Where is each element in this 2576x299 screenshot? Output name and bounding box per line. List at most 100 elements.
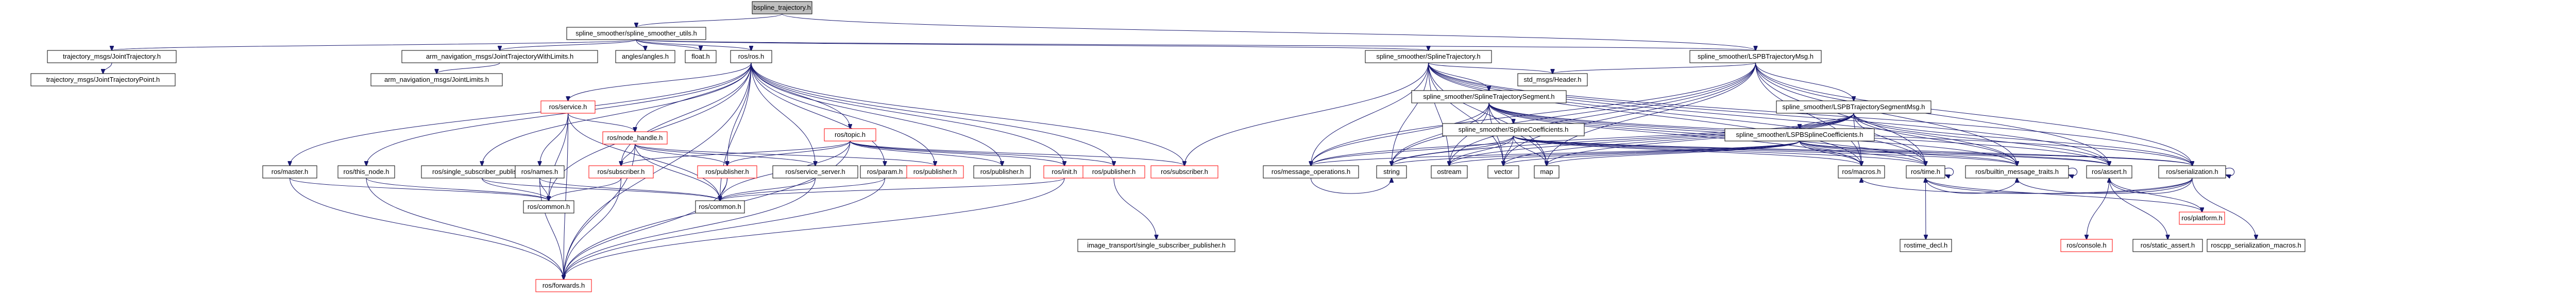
edge-utils-to-traj [112, 39, 637, 50]
node-box [615, 50, 675, 63]
node-rospub[interactable]: ros/publisher.h [973, 165, 1031, 179]
node-armwl[interactable]: arm_navigation_msgs/JointTrajectoryWithL… [401, 50, 598, 63]
node-label: ros/init.h [1052, 168, 1077, 175]
node-macros[interactable]: ros/macros.h [1838, 165, 1885, 179]
edge-utils-to-lsbmsg [636, 39, 1756, 50]
node-pub3[interactable]: ros/publisher.h [1082, 165, 1145, 179]
edge-param-to-common2 [720, 178, 885, 201]
node-utils[interactable]: spline_smoother/spline_smoother_utils.h [566, 27, 706, 40]
node-ostream[interactable]: ostream [1431, 165, 1468, 179]
node-init[interactable]: ros/init.h [1043, 165, 1086, 179]
edge-ros-to-topic [751, 62, 850, 129]
node-vector[interactable]: vector [1487, 165, 1519, 179]
edge-srvserver-to-common2 [720, 178, 816, 201]
node-string[interactable]: string [1376, 165, 1407, 179]
node-box [1082, 165, 1145, 179]
edge-lsbcoef-to-msgops [1311, 140, 1800, 166]
edge-serial-to-macros [1861, 178, 2193, 194]
node-label: roscpp_serialization_macros.h [2211, 241, 2301, 249]
edge-master-to-forwards [290, 178, 564, 279]
edge-lsbmsg-to-builtin [1755, 62, 2018, 166]
edge-nodehandle-to-publisher [635, 144, 727, 166]
node-box [2132, 239, 2203, 252]
node-box [1263, 165, 1359, 179]
edge-root-to-utils [636, 13, 783, 27]
edge-msgops-to-string [1311, 178, 1392, 194]
node-box [1376, 165, 1407, 179]
node-label: arm_navigation_msgs/JointTrajectoryWithL… [426, 52, 573, 60]
node-box [860, 165, 910, 179]
node-angles[interactable]: angles/angles.h [615, 50, 675, 63]
node-console[interactable]: ros/console.h [2060, 239, 2113, 252]
node-common2[interactable]: ros/common.h [695, 200, 745, 214]
node-label: spline_smoother/LSPBTrajectoryMsg.h [1698, 52, 1814, 60]
node-label: ros/time.h [1911, 168, 1940, 175]
edge-lsbmsg-to-serial [1755, 62, 2193, 166]
node-publisher[interactable]: ros/publisher.h [697, 165, 757, 179]
node-subscriber[interactable]: ros/subscriber.h [588, 165, 654, 179]
node-msgops[interactable]: ros/message_operations.h [1263, 165, 1359, 179]
node-lsbseg[interactable]: spline_smoother/LSPBTrajectorySegmentMsg… [1776, 100, 1931, 114]
node-trajpt[interactable]: trajectory_msgs/JointTrajectoryPoint.h [30, 73, 176, 86]
node-names[interactable]: ros/names.h [515, 165, 565, 179]
node-lsbcoef[interactable]: spline_smoother/LSPBSplineCoefficients.h [1724, 128, 1875, 142]
edge-topic-to-publisher [727, 140, 851, 166]
node-time[interactable]: ros/time.h [1906, 165, 1945, 179]
node-staticassert[interactable]: ros/static_assert.h [2132, 239, 2203, 252]
node-box [535, 279, 592, 292]
node-sscoef[interactable]: spline_smoother/SplineCoefficients.h [1442, 123, 1585, 136]
node-sub3[interactable]: ros/subscriber.h [1150, 165, 1218, 179]
node-box [1411, 90, 1567, 103]
node-armjl[interactable]: arm_navigation_msgs/JointLimits.h [370, 73, 503, 86]
node-rostime[interactable]: rostime_decl.h [1900, 239, 1952, 252]
node-traj[interactable]: trajectory_msgs/JointTrajectory.h [47, 50, 177, 63]
node-ssst[interactable]: spline_smoother/SplineTrajectory.h [1365, 50, 1492, 63]
node-rosservice[interactable]: ros/service.h [540, 100, 596, 114]
node-thisnode[interactable]: ros/this_node.h [337, 165, 395, 179]
edge-ssst-to-sub3 [1184, 62, 1429, 166]
node-assert[interactable]: ros/assert.h [2086, 165, 2132, 179]
node-map[interactable]: map [1534, 165, 1560, 179]
edge-ros-to-common2 [720, 62, 752, 201]
node-platform[interactable]: ros/platform.h [2179, 212, 2225, 225]
node-stdhdr[interactable]: std_msgs/Header.h [1517, 73, 1588, 86]
edge-lsbseg-to-msgops [1311, 113, 1854, 166]
node-param[interactable]: ros/param.h [860, 165, 910, 179]
node-ppmacros[interactable]: roscpp_serialization_macros.h [2207, 239, 2306, 252]
edge-lsbcoef-to-builtin [1799, 140, 2017, 166]
node-pub2[interactable]: ros/publisher.h [906, 165, 964, 179]
node-box [1487, 165, 1519, 179]
edge-lsbmsg-to-assert [1755, 62, 2110, 166]
edge-sscoef-to-ostream [1449, 135, 1514, 166]
edge-lsbseg-to-serial [1853, 113, 2192, 166]
edge-lsbcoef-to-map [1547, 140, 1800, 166]
node-imgpub[interactable]: image_transport/single_subscriber_publis… [1077, 239, 1235, 252]
edge-lsbcoef-to-ostream [1449, 140, 1800, 166]
node-serial[interactable]: ros/serialization.h [2158, 165, 2226, 179]
node-srvserver[interactable]: ros/service_server.h [772, 165, 858, 179]
node-builtin[interactable]: ros/builtin_message_traits.h [1965, 165, 2069, 179]
node-box [1534, 165, 1560, 179]
node-master[interactable]: ros/master.h [262, 165, 317, 179]
edge-ros-to-rospub [751, 62, 1002, 166]
node-label: ros/service.h [549, 103, 587, 111]
node-box [2060, 239, 2113, 252]
node-label: ros/names.h [521, 168, 558, 175]
edge-thisnode-to-common1 [366, 178, 549, 201]
edge-names-to-forwards [539, 178, 564, 279]
node-float[interactable]: float.h [685, 50, 717, 63]
edge-ros-to-publisher [727, 62, 752, 166]
edge-armwl-to-armjl [437, 62, 500, 74]
node-topic[interactable]: ros/topic.h [824, 128, 876, 142]
node-common1[interactable]: ros/common.h [523, 200, 574, 214]
edge-traj-to-trajpt [103, 62, 112, 74]
node-ssseg[interactable]: spline_smoother/SplineTrajectorySegment.… [1411, 90, 1567, 103]
edge-ros-to-init [751, 62, 1064, 166]
node-label: ros/subscriber.h [1161, 168, 1208, 175]
node-nodehandle[interactable]: ros/node_handle.h [602, 131, 668, 145]
node-lsbmsg[interactable]: spline_smoother/LSPBTrajectoryMsg.h [1689, 50, 1822, 63]
node-forwards[interactable]: ros/forwards.h [535, 279, 592, 292]
node-ros[interactable]: ros/ros.h [730, 50, 772, 63]
node-label: vector [1494, 168, 1513, 175]
